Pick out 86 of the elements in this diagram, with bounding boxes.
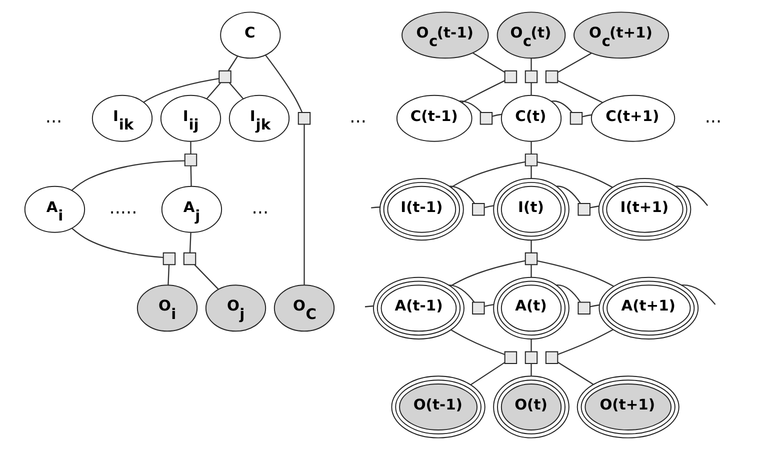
connector xyxy=(682,284,716,305)
connector xyxy=(371,206,380,208)
node-ellipse: I(t) xyxy=(493,178,570,241)
node-box xyxy=(183,252,196,266)
connector xyxy=(72,160,185,191)
connector xyxy=(229,82,244,100)
connector xyxy=(194,264,219,290)
node-ellipse: C(t) xyxy=(500,94,562,142)
node-box xyxy=(524,154,538,166)
connector xyxy=(557,362,594,385)
node-box xyxy=(524,351,538,364)
connector xyxy=(675,186,708,206)
connector xyxy=(168,264,170,285)
connector xyxy=(484,205,494,208)
connector xyxy=(530,58,532,71)
connector xyxy=(190,141,192,154)
label: ... xyxy=(252,198,269,219)
connector xyxy=(530,82,532,96)
connector xyxy=(472,52,506,73)
connector xyxy=(537,161,613,188)
node-box xyxy=(524,252,538,266)
node-ellipse: C(t-1) xyxy=(396,94,472,142)
connector xyxy=(590,304,600,308)
connector xyxy=(461,80,505,104)
connector xyxy=(537,260,614,287)
connector xyxy=(450,186,475,204)
connector xyxy=(364,305,374,308)
connector xyxy=(190,166,192,186)
connector xyxy=(557,52,592,73)
node-ellipse: O(t) xyxy=(493,376,570,438)
connector xyxy=(558,329,614,355)
connector xyxy=(265,54,303,112)
connector xyxy=(228,56,238,72)
node-box xyxy=(162,252,176,266)
node-ellipse: I(t+1) xyxy=(598,178,692,241)
connector xyxy=(530,364,532,376)
node-ellipse: A(t+1) xyxy=(598,276,699,340)
connector xyxy=(582,114,592,118)
node-box xyxy=(545,351,558,364)
label: ... xyxy=(350,108,366,128)
node-box xyxy=(184,154,198,166)
connector xyxy=(449,284,475,303)
node-ellipse: C xyxy=(220,12,281,59)
node-ellipse: A(t-1) xyxy=(372,276,464,340)
connector xyxy=(590,206,599,208)
connector xyxy=(484,304,494,307)
connector xyxy=(530,240,532,253)
connector xyxy=(492,114,502,117)
node-box xyxy=(545,70,558,84)
connector xyxy=(451,161,526,188)
connector xyxy=(551,100,572,113)
connector xyxy=(304,124,305,285)
connector xyxy=(143,78,220,103)
node-box xyxy=(524,70,538,84)
connector xyxy=(460,100,482,113)
node-ellipse: I(t-1) xyxy=(379,178,464,241)
node-box xyxy=(578,302,590,315)
connector xyxy=(558,80,603,104)
node-ellipse: O(t+1) xyxy=(576,376,680,438)
connector xyxy=(530,339,532,352)
node-ellipse: O(t-1) xyxy=(391,376,486,438)
node-box xyxy=(504,351,518,364)
node-box xyxy=(504,70,518,84)
node-ellipse: C(t+1) xyxy=(590,94,676,142)
label: ..... xyxy=(109,198,138,219)
connector xyxy=(530,141,532,154)
node-box xyxy=(472,302,485,315)
node-box xyxy=(480,112,493,125)
connector xyxy=(189,232,192,253)
connector xyxy=(450,260,526,286)
connector xyxy=(206,82,221,100)
label: ... xyxy=(704,108,722,128)
connector xyxy=(556,186,581,204)
node-box xyxy=(578,202,590,216)
node-box xyxy=(570,112,583,125)
node-box xyxy=(472,202,485,216)
connector xyxy=(470,362,506,386)
connector xyxy=(530,166,532,178)
connector xyxy=(72,228,164,258)
connector xyxy=(556,284,581,303)
connector xyxy=(450,329,505,356)
node-box xyxy=(298,112,311,125)
node-ellipse: A(t) xyxy=(493,276,570,340)
node-box xyxy=(218,70,232,84)
label: ... xyxy=(45,108,62,128)
connector xyxy=(530,264,532,278)
